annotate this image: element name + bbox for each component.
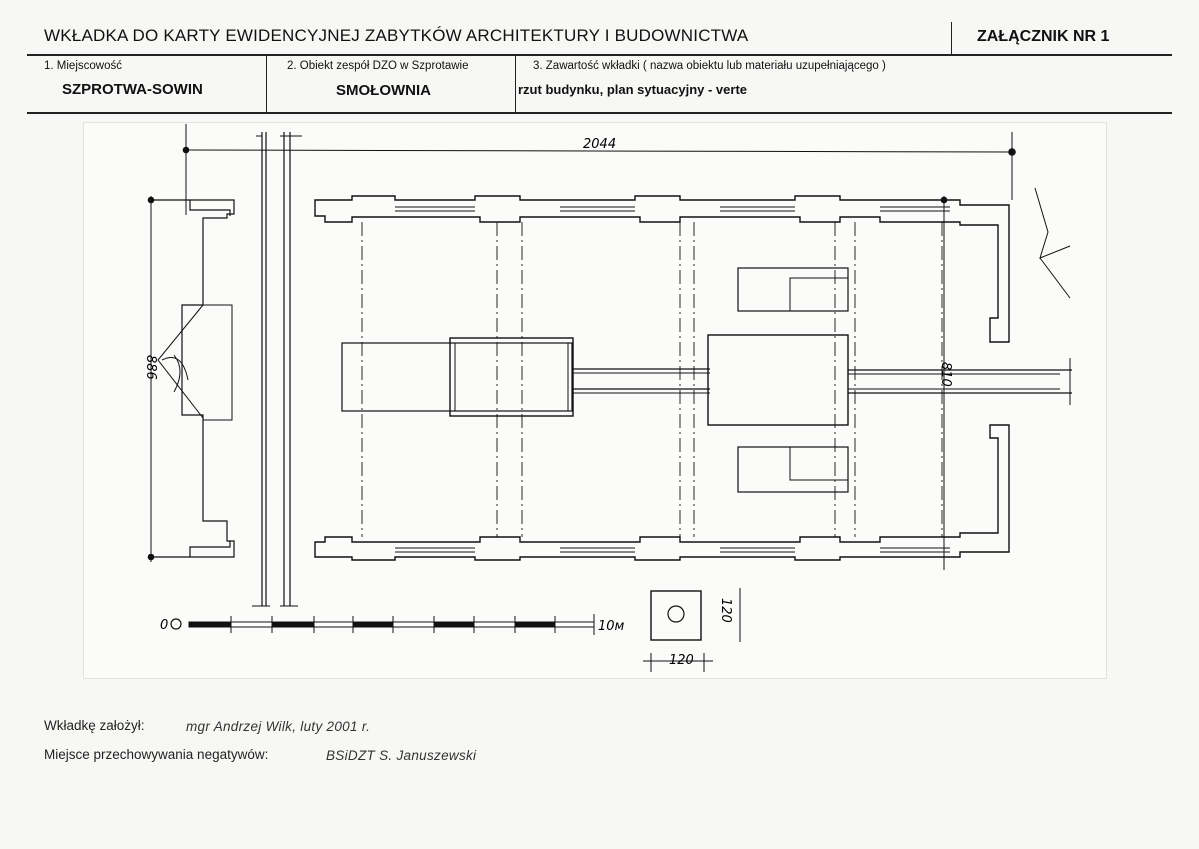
author-value: mgr Andrzej Wilk, luty 2001 r. (186, 719, 371, 734)
annex-label: ZAŁĄCZNIK NR 1 (977, 28, 1110, 45)
object-label: 2. Obiekt zespół DZO w Szprotawie (287, 60, 469, 72)
header-divider-vertical (951, 22, 952, 54)
storage-value: BSiDZT S. Januszewski (326, 748, 477, 763)
field-divider-2 (515, 55, 516, 113)
header-rule-bottom (27, 112, 1172, 114)
document-title: WKŁADKA DO KARTY EWIDENCYJNEJ ZABYTKÓW A… (44, 26, 749, 45)
location-label: 1. Miejscowość (44, 60, 122, 72)
pillar-width-label: 120 (669, 653, 694, 668)
author-label: Wkładkę założył: (44, 718, 145, 733)
dim-width-left-label: 886 (143, 355, 158, 380)
drawing-frame (83, 122, 1107, 679)
location-value: SZPROTWA-SOWIN (62, 81, 203, 98)
dim-width-right-label: 810 (938, 362, 953, 387)
header-rule-top (27, 54, 1172, 56)
contents-label: 3. Zawartość wkładki ( nazwa obiektu lub… (533, 60, 886, 72)
dim-length-label: 2044 (583, 137, 616, 152)
scale-end-label: 10м (598, 619, 625, 634)
storage-label: Miejsce przechowywania negatywów: (44, 747, 269, 762)
object-value: SMOŁOWNIA (336, 82, 431, 99)
scale-start-label: 0 (160, 618, 168, 633)
field-divider-1 (266, 55, 267, 113)
pillar-height-label: 120 (718, 598, 733, 623)
contents-value: rzut budynku, plan sytuacyjny - verte (518, 82, 747, 97)
